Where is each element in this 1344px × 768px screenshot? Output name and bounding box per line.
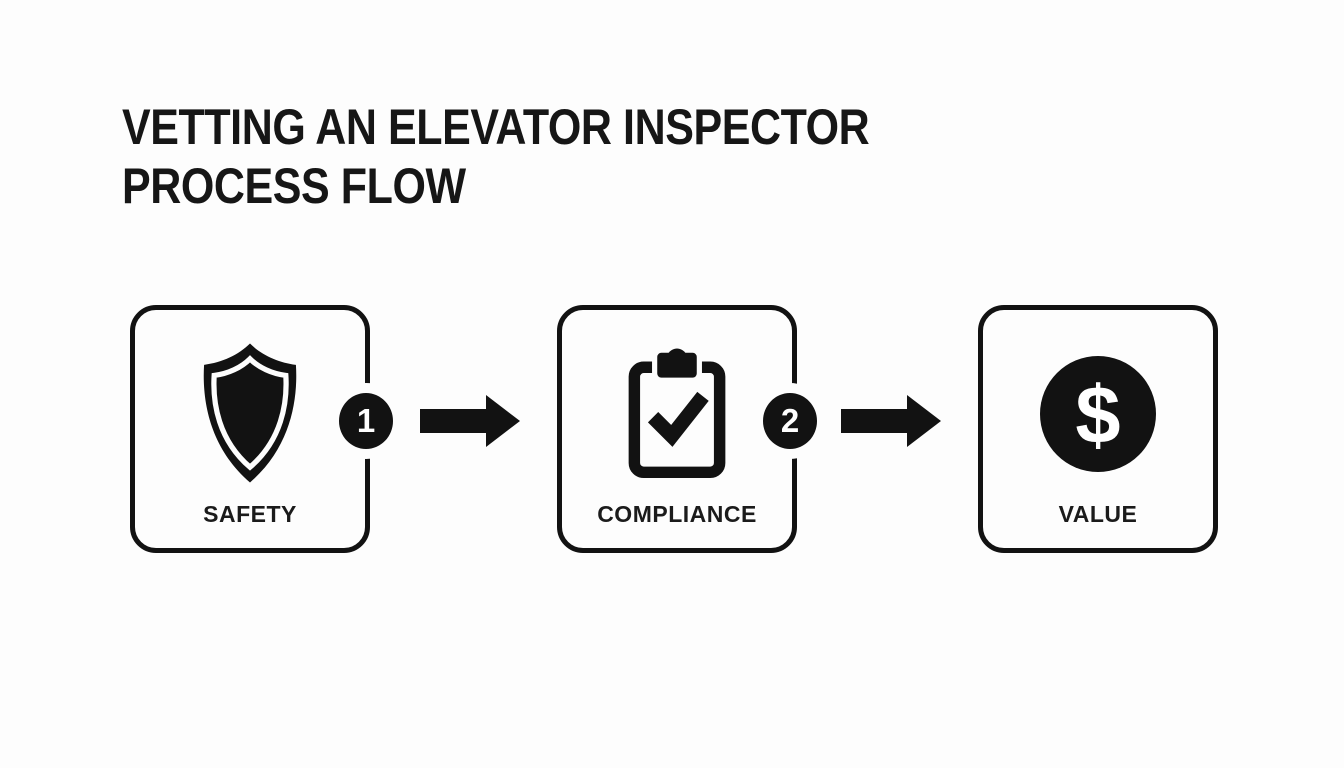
step-number-badge-1: 1	[329, 383, 403, 459]
arrow-right-icon	[841, 395, 941, 447]
step-number-badge-2: 2	[753, 383, 827, 459]
arrow-right-icon	[420, 395, 520, 447]
step-box-compliance: COMPLIANCE	[557, 305, 797, 553]
page-title-line1: VETTING AN ELEVATOR INSPECTOR	[122, 99, 870, 155]
page-title: VETTING AN ELEVATOR INSPECTOR PROCESS FL…	[122, 98, 870, 216]
dollar-glyph: $	[1075, 371, 1120, 461]
step-label: SAFETY	[203, 501, 297, 527]
badge-number: 2	[780, 401, 800, 439]
shield-icon	[194, 340, 306, 491]
step-label: COMPLIANCE	[597, 501, 757, 527]
step-box-value: $ VALUE	[978, 305, 1218, 553]
page-title-line2: PROCESS FLOW	[122, 158, 466, 214]
badge-number: 1	[356, 401, 376, 439]
dollar-circle-icon: $	[1040, 356, 1156, 477]
clipboard-check-icon	[625, 344, 729, 485]
step-label: VALUE	[1058, 501, 1138, 527]
